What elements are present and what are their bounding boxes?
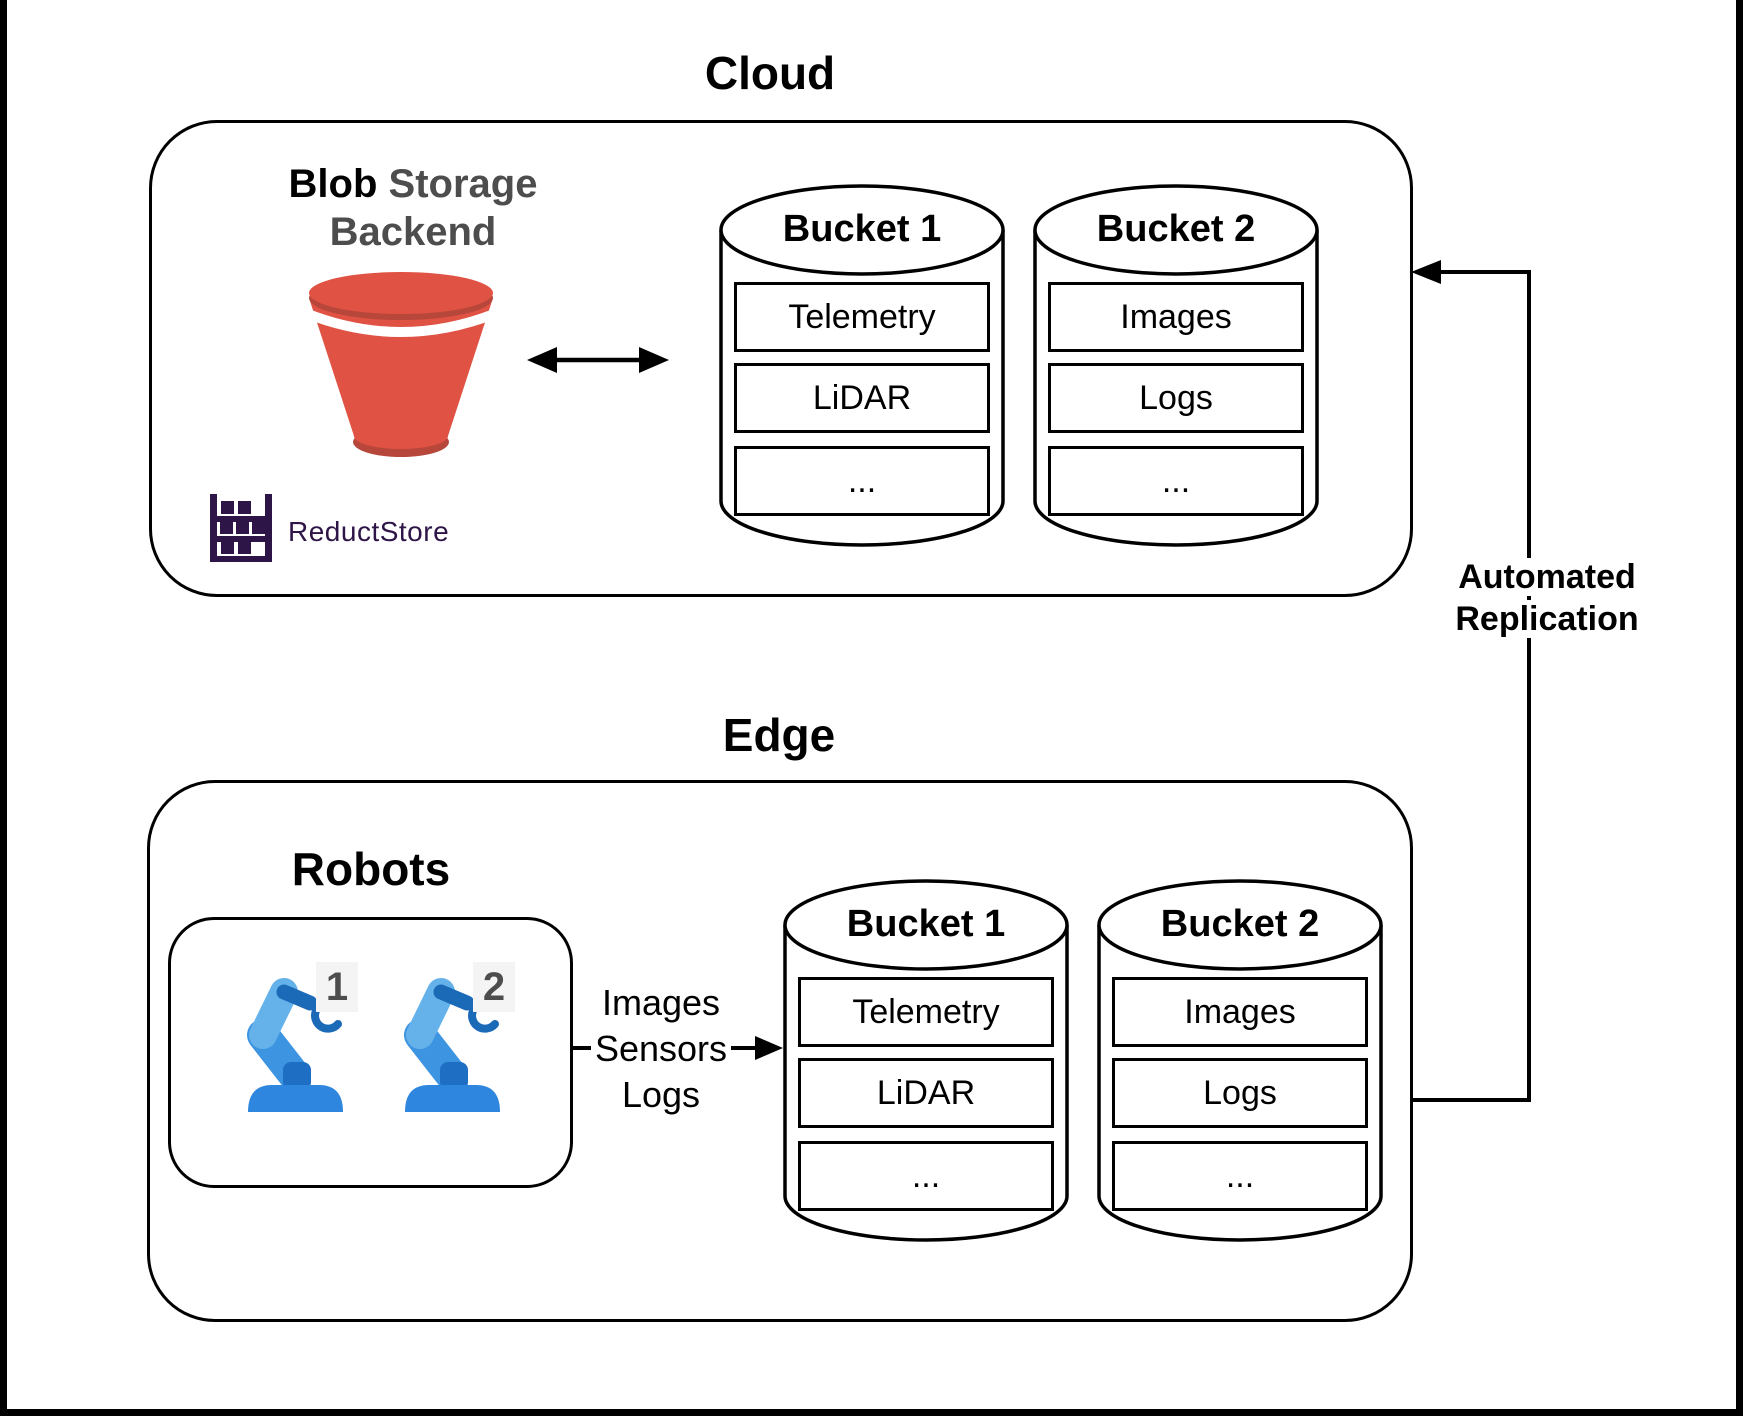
bucket-row: Images (1048, 282, 1304, 352)
robot-arm-icon (247, 978, 343, 1112)
robot-number-badge: 1 (316, 962, 358, 1012)
bucket-row: Images (1112, 977, 1368, 1047)
flow-label: Logs (617, 1074, 705, 1115)
elbow-arrow-icon (1411, 260, 1531, 1102)
bucket-row: Logs (1048, 363, 1304, 433)
bucket-row: ... (734, 446, 990, 516)
cloud-title: Cloud (704, 47, 836, 99)
bucket-title: Bucket 2 (1160, 903, 1320, 945)
bucket-row: ... (798, 1141, 1054, 1211)
bucket-row: LiDAR (798, 1058, 1054, 1128)
robots-title: Robots (291, 843, 451, 895)
bucket-title: Bucket 1 (782, 208, 942, 250)
blob-storage-label: Blob Storage Backend (253, 160, 573, 256)
edge-title: Edge (722, 709, 836, 761)
flow-labels: Images Sensors Logs (575, 980, 747, 1118)
right-edge-bar (1736, 0, 1743, 1416)
bucket-row: Telemetry (798, 977, 1054, 1047)
edge-bucket2-cylinder: Bucket 2 Images Logs ... (1096, 878, 1384, 1243)
bucket-row: ... (1112, 1141, 1368, 1211)
cloud-bucket2-cylinder: Bucket 2 Images Logs ... (1032, 183, 1320, 548)
reductstore-logo: ReductStore (208, 492, 449, 564)
robot-arm-icon (404, 978, 500, 1112)
bucket-row: Telemetry (734, 282, 990, 352)
double-headed-arrow-icon (527, 347, 669, 373)
left-edge-bar (0, 0, 7, 1416)
robots-box (168, 917, 573, 1188)
edge-bucket1-cylinder: Bucket 1 Telemetry LiDAR ... (782, 878, 1070, 1243)
bucket-title: Bucket 1 (846, 903, 1006, 945)
bucket-row: Logs (1112, 1058, 1368, 1128)
blob-storage-label-line1: Blob Storage (288, 162, 538, 206)
bucket-icon (306, 272, 496, 457)
shelf-rack-icon (210, 494, 272, 562)
flow-label: Images (597, 982, 725, 1023)
bucket-row: ... (1048, 446, 1304, 516)
replication-label: Automated Replication (1437, 556, 1657, 640)
cloud-bucket1-cylinder: Bucket 1 Telemetry LiDAR ... (718, 183, 1006, 548)
reductstore-logo-text: ReductStore (288, 516, 450, 547)
blob-storage-label-line2: Backend (329, 210, 497, 254)
robot-number-badge: 2 (473, 962, 515, 1012)
bucket-row: LiDAR (734, 363, 990, 433)
bottom-edge-bar (0, 1409, 1743, 1416)
flow-label: Sensors (590, 1028, 732, 1069)
bucket-title: Bucket 2 (1096, 208, 1256, 250)
